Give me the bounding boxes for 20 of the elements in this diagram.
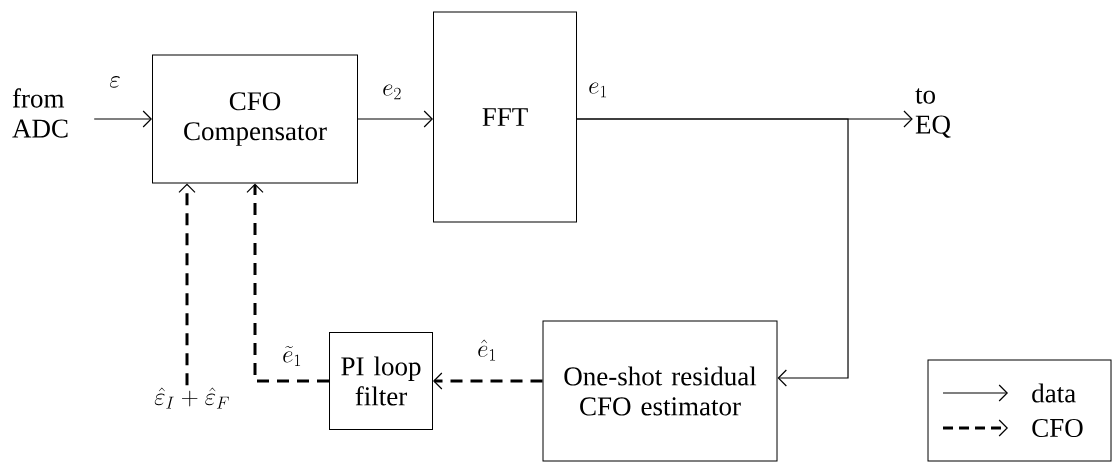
input-label: from ADC [12,88,68,138]
output-label: to EQ [915,88,951,138]
process-box: PI loop filter [329,332,433,430]
process-box: One-shot residual CFO estimator [542,320,778,462]
edge-label: $\tilde{e}_1$ [283,346,301,367]
arrow [357,110,433,128]
process-box: FFT [433,11,577,223]
legend-label: data [1032,383,1076,403]
formula-label: $\hat{\varepsilon}_I + \hat{\varepsilon}_F$ [154,387,229,409]
edge-label: $e_1$ [589,82,607,98]
edge-label: $e_2$ [383,84,401,100]
dashed-arrow [246,183,329,383]
dashed-arrow [433,372,543,390]
dashed-arrow [178,183,196,386]
arrow [576,118,849,387]
edge-label: $\hat{e}_1$ [478,339,496,361]
arrow [93,110,152,128]
process-box: CFO Compensator [152,54,358,184]
edge-label: $\varepsilon$ [109,76,120,88]
legend-label: CFO [1032,418,1083,438]
